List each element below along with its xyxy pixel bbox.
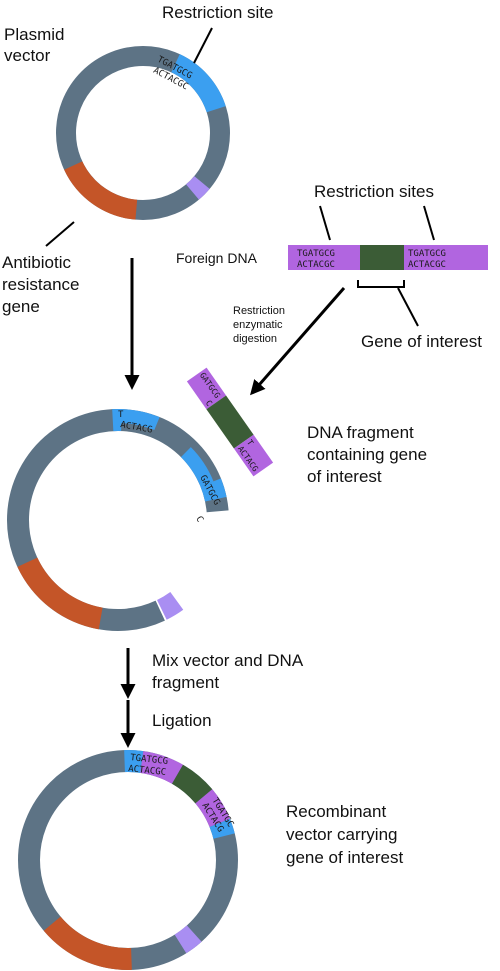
fragment-label-2: containing gene xyxy=(307,445,427,464)
cut-right-tail xyxy=(200,478,227,502)
restriction-site-pointer xyxy=(193,27,213,64)
arrow-digestion xyxy=(250,287,346,396)
recomb-left-bottom-seq: ACTACGC xyxy=(128,764,167,778)
antibiotic-label-2: resistance xyxy=(2,275,79,294)
gene-bracket xyxy=(357,280,405,288)
fragment-right-top: T xyxy=(245,438,255,447)
cut-top-tail-seq: T xyxy=(118,410,124,420)
foreign-right-bottom: ACTACGC xyxy=(408,260,446,270)
fragment-label-3: of interest xyxy=(307,467,382,486)
restriction-site-label: Restriction site xyxy=(162,3,273,22)
recomb-gene-segment xyxy=(171,764,213,804)
gene-of-interest-label: Gene of interest xyxy=(361,332,482,351)
restriction-sites-pointer-left xyxy=(319,205,331,241)
recomb-right-insert xyxy=(195,789,230,828)
fragment-left-bottom: C xyxy=(204,399,214,408)
recombinant-label-2: vector carrying xyxy=(286,825,397,844)
recomb-left-site xyxy=(124,750,144,773)
digestion-label-1: Restriction xyxy=(233,305,285,317)
plasmid-vector-label-1: Plasmid xyxy=(4,25,64,44)
plasmid-vector: TGATGCG ACTACGC xyxy=(56,46,230,220)
antibiotic-label-1: Antibiotic xyxy=(2,253,71,272)
recomb-right-site xyxy=(209,818,235,839)
resistance-gene-segment xyxy=(64,160,138,220)
foreign-dna-right-site xyxy=(404,245,488,270)
recombinant-plasmid: TGATGCG ACTACGC TGATGC ACTACG xyxy=(18,750,238,970)
recomb-resistance-segment xyxy=(43,916,132,970)
cut-plasmid: T ACTACG GATGCG C xyxy=(7,409,229,631)
recomb-left-insert xyxy=(139,751,183,784)
foreign-dna-left-site xyxy=(288,245,360,270)
small-marker-segment xyxy=(185,175,210,200)
cut-right-tail-seq: C xyxy=(193,515,204,524)
digestion-label-2: enzymatic xyxy=(233,319,283,331)
cut-right-sticky-end xyxy=(180,447,214,487)
ligation-label: Ligation xyxy=(152,711,212,730)
restriction-sites-pointer-right xyxy=(423,205,435,241)
recomb-left-top-seq: TGATGCG xyxy=(130,753,169,767)
dna-fragment: GATGCG C T ACTACG xyxy=(186,367,274,477)
foreign-dna-gene xyxy=(360,245,404,270)
foreign-left-top: TGATGCG xyxy=(297,249,335,259)
fragment-gene xyxy=(206,395,254,449)
fragment-right-end xyxy=(233,434,274,477)
cut-resistance-segment xyxy=(17,557,103,630)
restriction-sites-label: Restriction sites xyxy=(314,182,434,201)
mix-label-1: Mix vector and DNA xyxy=(152,651,304,670)
plasmid-vector-label-2: vector xyxy=(4,46,51,65)
digestion-label-3: digestion xyxy=(233,333,277,345)
cut-marker-segment xyxy=(156,591,184,620)
foreign-right-top: TGATGCG xyxy=(408,249,446,259)
antibiotic-gene-pointer xyxy=(45,221,75,247)
antibiotic-label-3: gene xyxy=(2,297,40,316)
fragment-left-end xyxy=(186,367,227,410)
recomb-marker-segment xyxy=(174,925,202,954)
fragment-label-1: DNA fragment xyxy=(307,423,414,442)
foreign-dna-label: Foreign DNA xyxy=(176,250,258,266)
foreign-dna-strand: TGATGCG ACTACGC TGATGCG ACTACGC xyxy=(288,245,488,270)
recombinant-label-3: gene of interest xyxy=(286,848,403,867)
foreign-left-bottom: ACTACGC xyxy=(297,260,335,270)
recombinant-label-1: Recombinant xyxy=(286,802,386,821)
plasmid-backbone xyxy=(56,46,230,220)
mix-label-2: fragment xyxy=(152,673,219,692)
gene-pointer xyxy=(397,287,419,327)
restriction-site-segment xyxy=(170,54,226,113)
